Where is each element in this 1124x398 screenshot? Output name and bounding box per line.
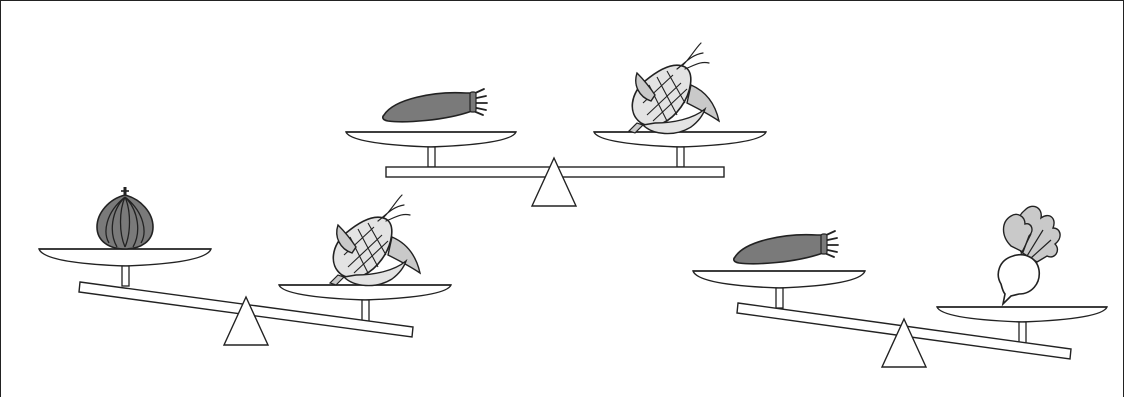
onion-icon: [97, 187, 153, 249]
carrot-icon: [383, 89, 487, 122]
carrot-icon: [734, 231, 838, 264]
radish-icon: [998, 206, 1060, 304]
corn-icon: [330, 195, 420, 286]
left-scale: [39, 187, 451, 345]
corn-icon: [629, 43, 719, 134]
right-scale-left-pan: [693, 271, 865, 308]
top-scale-fulcrum: [532, 158, 576, 206]
top-scale-right-pan: [594, 132, 766, 167]
left-scale-left-pan: [39, 249, 211, 286]
top-scale: [346, 43, 766, 206]
right-scale: [693, 206, 1107, 367]
top-scale-left-pan: [346, 132, 516, 167]
